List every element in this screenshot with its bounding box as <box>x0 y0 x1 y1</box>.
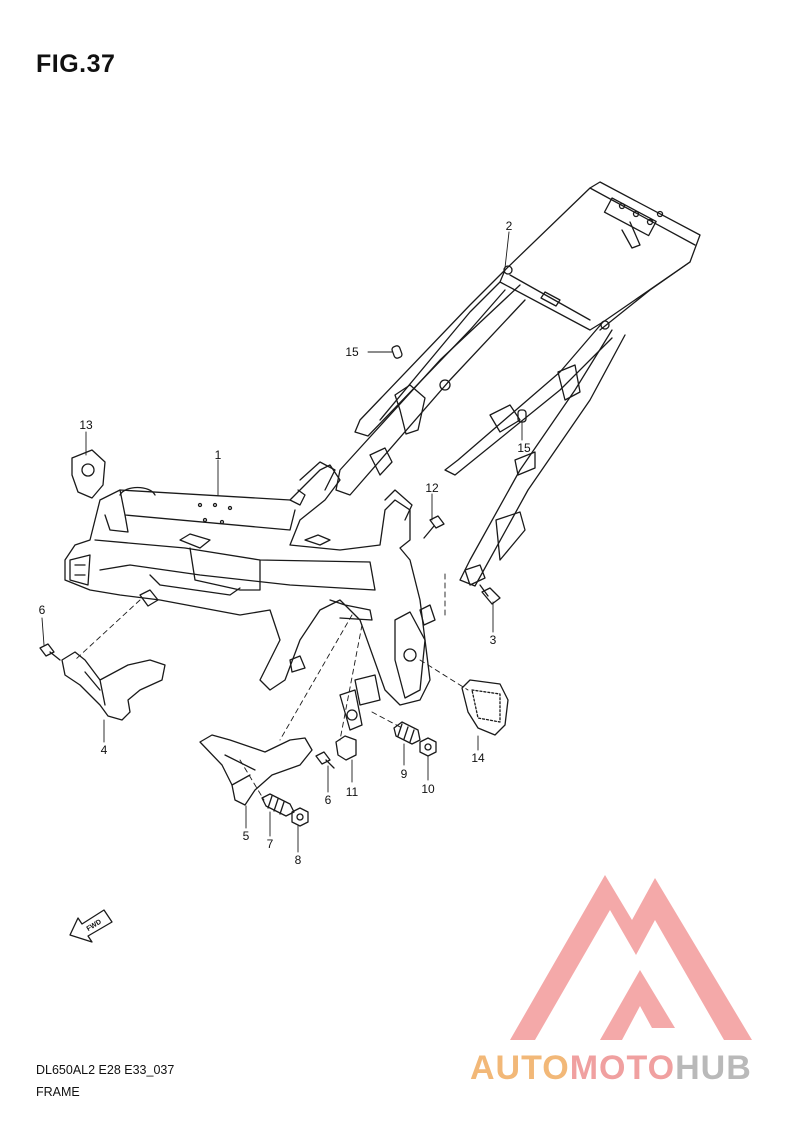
callout-8: 8 <box>294 853 302 867</box>
callout-1: 1 <box>214 448 222 462</box>
fwd-arrow-icon <box>69 909 113 943</box>
footrest-bracket-left <box>61 651 166 721</box>
callout-10: 10 <box>421 782 435 796</box>
leader-lines <box>41 231 523 853</box>
callout-15-right: 15 <box>517 441 531 455</box>
footrest-bracket-right <box>199 734 313 806</box>
callout-15-left: 15 <box>345 345 359 359</box>
bolt-12 <box>423 515 445 539</box>
watermark-hub: HUB <box>675 1049 752 1087</box>
watermark-text: AUTOMOTOHUB <box>470 1049 752 1088</box>
rubber-damper-7 <box>261 793 295 817</box>
nut-10 <box>419 737 437 757</box>
assembly-lines <box>74 573 469 801</box>
watermark-auto: AUTO <box>470 1049 570 1087</box>
callout-12: 12 <box>425 481 439 495</box>
callout-11: 11 <box>345 785 359 799</box>
bolt-3 <box>479 584 501 605</box>
bolt-6-left <box>39 643 61 661</box>
rubber-damper-9 <box>393 721 421 745</box>
callout-4: 4 <box>100 743 108 757</box>
section-name: FRAME <box>36 1085 80 1099</box>
watermark-moto: MOTO <box>569 1049 676 1087</box>
engine-mount-bracket <box>71 449 106 499</box>
callout-3: 3 <box>489 633 497 647</box>
figure-title: FIG.37 <box>36 50 116 78</box>
callout-14: 14 <box>471 751 485 765</box>
collar-11 <box>335 735 357 761</box>
nut-8 <box>291 807 309 827</box>
model-code: DL650AL2 E28 E33_037 <box>36 1063 175 1077</box>
callout-5: 5 <box>242 829 250 843</box>
rear-subframe <box>335 181 701 587</box>
watermark-triangle-icon <box>510 875 752 1040</box>
callout-2: 2 <box>505 219 513 233</box>
callout-9: 9 <box>400 767 408 781</box>
callout-6-left: 6 <box>38 603 46 617</box>
callout-13: 13 <box>79 418 93 432</box>
bolt-6-right <box>315 751 335 769</box>
main-frame <box>64 461 436 731</box>
frame-cover-14 <box>461 679 509 736</box>
pin-15-left <box>391 345 403 359</box>
callout-6-right: 6 <box>324 793 332 807</box>
callout-7: 7 <box>266 837 274 851</box>
